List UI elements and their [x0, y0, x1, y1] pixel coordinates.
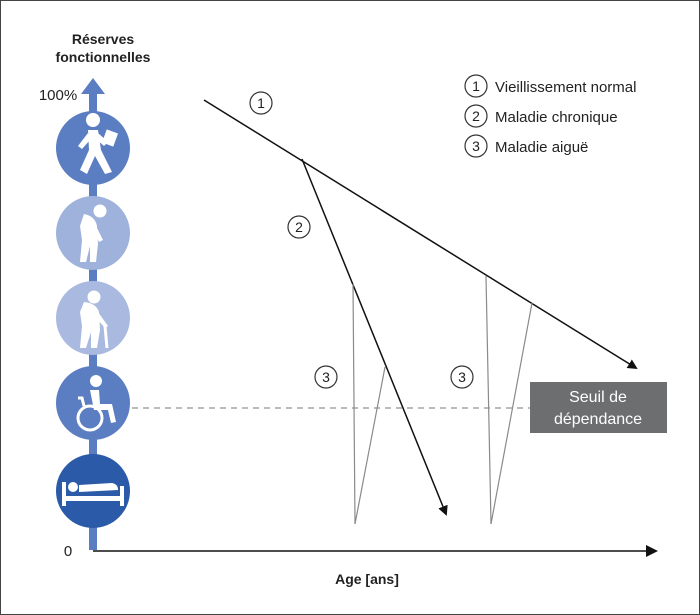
legend: 1 Vieillissement normal 2 Maladie chroni…	[464, 74, 636, 158]
marker-acute-right: 3	[450, 365, 474, 389]
svg-text:1: 1	[257, 95, 265, 111]
chronic-disease-line	[301, 158, 448, 516]
y-axis-title-line2: fonctionnelles	[56, 49, 151, 65]
marker-chronic: 2	[287, 215, 311, 239]
wheelchair-icon	[56, 366, 130, 440]
svg-text:3: 3	[472, 138, 480, 154]
normal-aging-line	[203, 99, 638, 370]
legend-item-normal-aging: 1 Vieillissement normal	[464, 74, 636, 98]
threshold-label-line1: Seuil de	[569, 389, 627, 406]
threshold-label-line2: dépendance	[554, 411, 642, 428]
y-axis-bottom-label: 0	[64, 543, 72, 560]
stooped-elderly-icon	[56, 196, 130, 270]
svg-text:3: 3	[322, 369, 330, 385]
svg-text:3: 3	[458, 369, 466, 385]
legend-label: Maladie aiguë	[495, 139, 588, 156]
legend-label: Vieillissement normal	[495, 79, 636, 96]
elderly-with-cane-icon	[56, 281, 130, 355]
x-axis-title: Age [ans]	[335, 571, 399, 587]
acute-disease-drop-left	[352, 283, 386, 525]
acute-disease-drop-right	[485, 275, 533, 525]
svg-text:2: 2	[472, 108, 480, 124]
legend-label: Maladie chronique	[495, 109, 618, 126]
x-axis-arrowhead	[646, 545, 658, 557]
y-axis-title-line1: Réserves	[72, 31, 134, 47]
svg-text:1: 1	[472, 78, 480, 94]
y-axis-top-label: 100%	[39, 87, 77, 104]
marker-normal: 1	[249, 91, 273, 115]
y-axis-arrowhead	[81, 78, 105, 94]
svg-text:2: 2	[295, 219, 303, 235]
legend-item-acute-disease: 3 Maladie aiguë	[464, 134, 588, 158]
threshold-box	[530, 382, 667, 433]
legend-item-chronic-disease: 2 Maladie chronique	[464, 104, 618, 128]
bedridden-icon	[56, 454, 130, 528]
marker-acute-left: 3	[314, 365, 338, 389]
walking-with-briefcase-icon	[56, 111, 130, 185]
